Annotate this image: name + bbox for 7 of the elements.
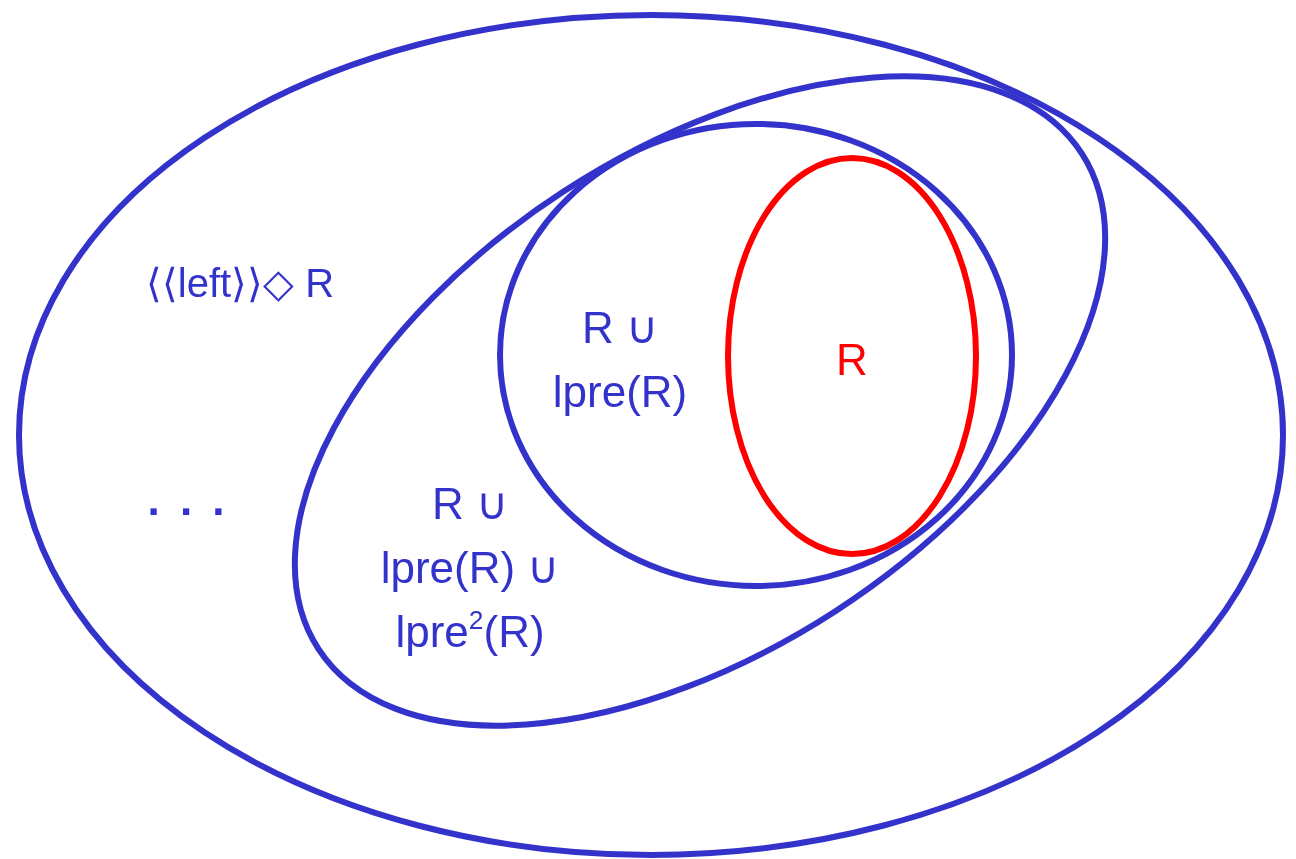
set-label: R ∪ lpre(R) — [551, 302, 689, 418]
target-set-ellipse — [726, 156, 978, 556]
set-label: R ∪ lpre(R) ∪ lpre$^{2}$(R) — [379, 478, 561, 658]
ellipsis-text: . . . — [146, 477, 230, 523]
set-ellipse — [16, 12, 1286, 858]
set-label: ⟨⟨left⟩⟩◇ R — [144, 260, 336, 306]
set-label: R — [835, 335, 869, 385]
